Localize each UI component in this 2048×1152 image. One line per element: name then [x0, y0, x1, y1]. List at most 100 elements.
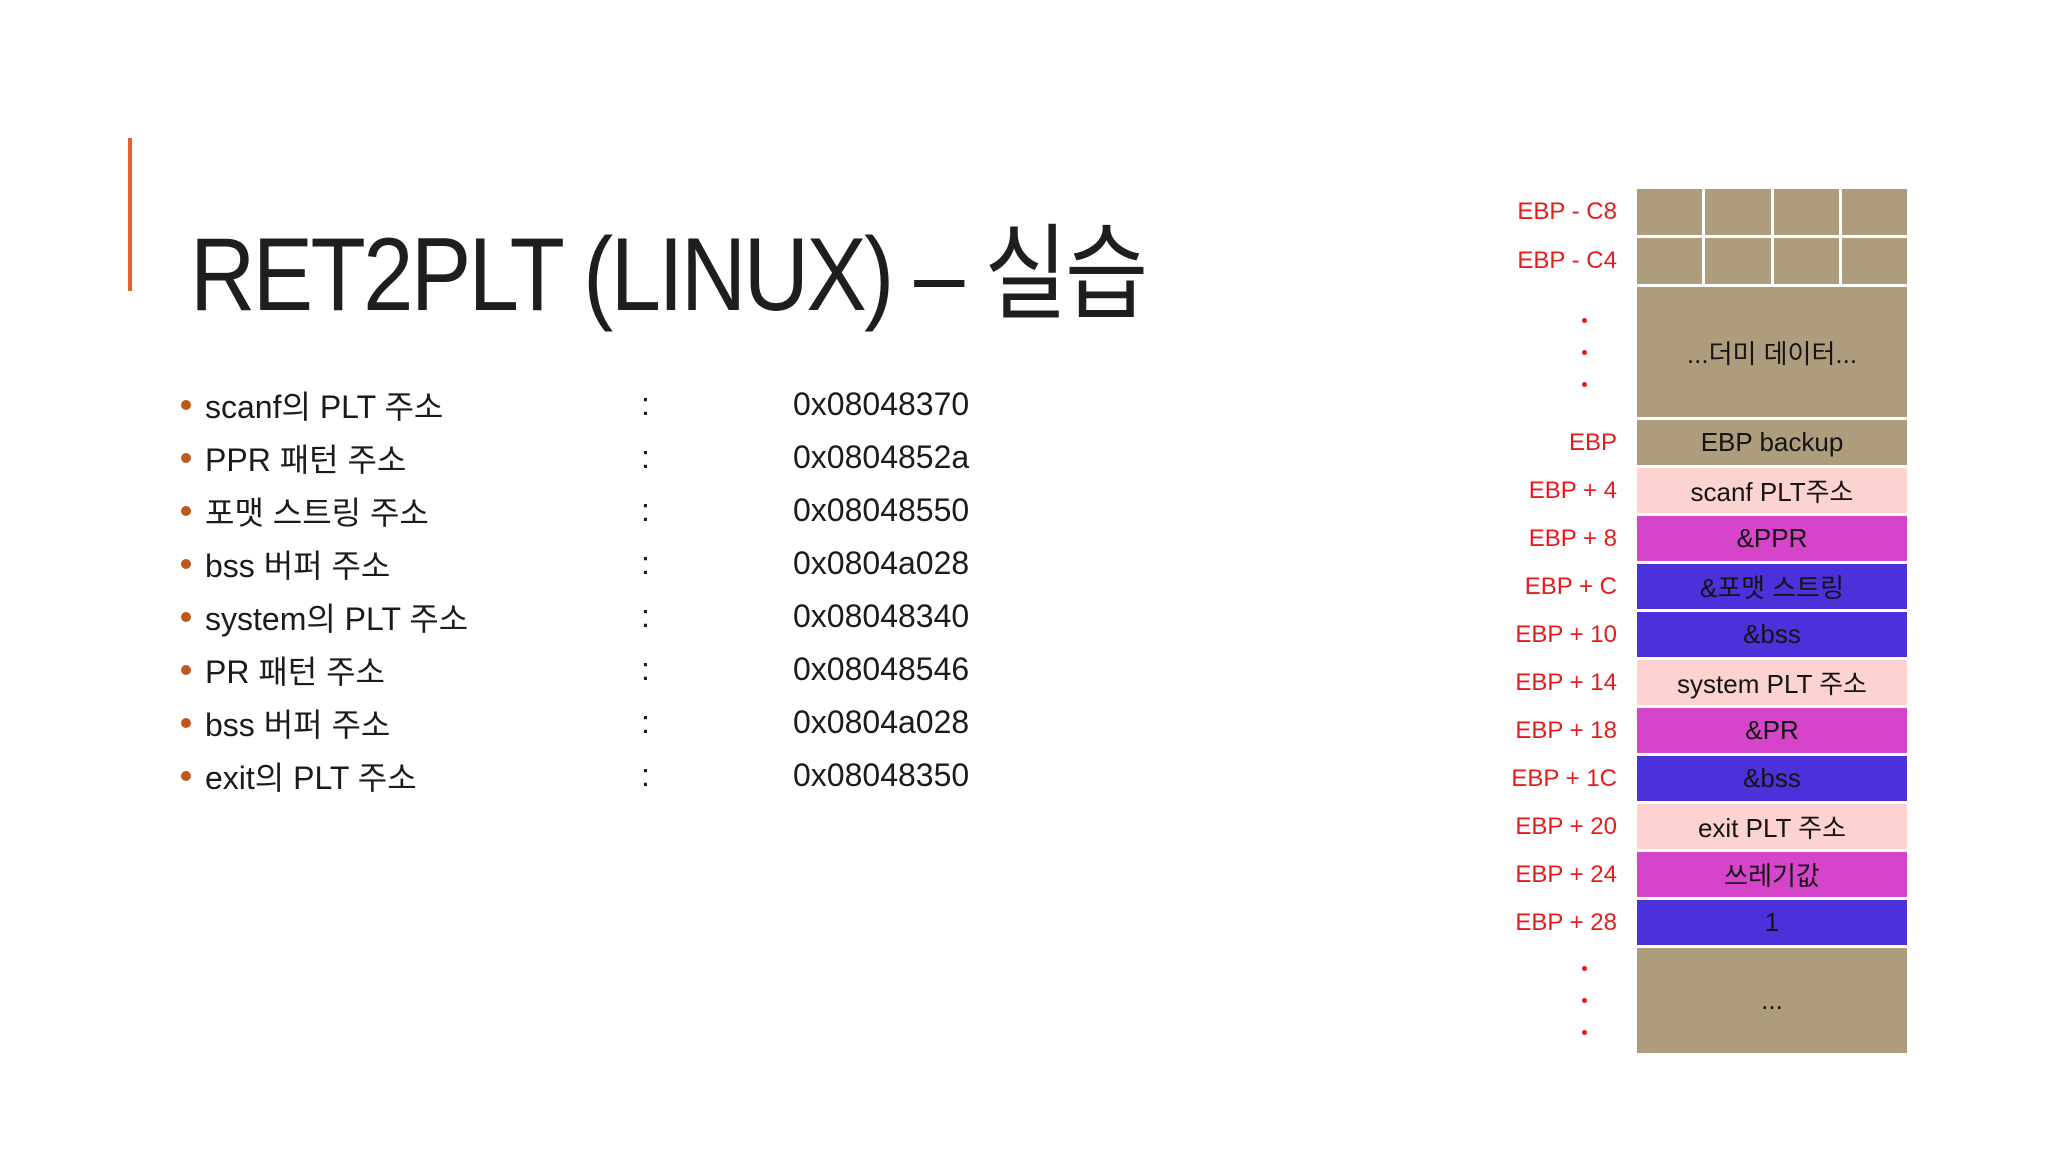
address-label: bss 버퍼 주소 [205, 706, 391, 743]
stack-row: EBP + 28 1 [1515, 900, 1910, 945]
address-colon: : [641, 386, 650, 422]
address-value: 0x08048340 [793, 598, 970, 634]
stack-row: EBP + 14 system PLT 주소 [1515, 660, 1910, 705]
dot-icon [1582, 998, 1587, 1003]
address-value: 0x08048550 [793, 492, 970, 528]
stack-offset-label: EBP + 18 [1515, 716, 1617, 744]
list-item: PPR 패턴 주소 : 0x0804852a [181, 431, 1105, 484]
list-item: bss 버퍼 주소 : 0x0804a028 [181, 696, 1105, 749]
list-item: exit의 PLT 주소 : 0x08048350 [181, 749, 1105, 802]
stack-cell: &bss [1637, 756, 1907, 801]
address-label: PR 패턴 주소 [205, 653, 385, 690]
memory-grid-cell [1841, 189, 1907, 235]
stack-offset-label: EBP + C [1524, 572, 1617, 600]
stack-cell: &bss [1637, 612, 1907, 657]
address-list: scanf의 PLT 주소 : 0x08048370 PPR 패턴 주소 : 0… [181, 378, 1105, 802]
stack-cell: &PPR [1637, 516, 1907, 561]
address-label: bss 버퍼 주소 [205, 547, 391, 584]
bullet-icon [181, 453, 191, 463]
stack-diagram: EBP - C8 EBP - C4 ...더미 데 [1511, 189, 1910, 1056]
stack-row: ...더미 데이터... [1520, 287, 1910, 417]
stack-offset-label: EBP + 20 [1515, 812, 1617, 840]
stack-row: EBP + 4 scanf PLT주소 [1520, 468, 1910, 513]
stack-row: EBP + 24 쓰레기값 [1515, 852, 1910, 897]
memory-grid-cell [1705, 189, 1771, 235]
stack-cell: 쓰레기값 [1637, 852, 1907, 897]
address-value: 0x0804852a [793, 439, 970, 475]
dot-icon [1582, 381, 1587, 387]
stack-cell: ...더미 데이터... [1637, 287, 1907, 417]
bullet-icon [181, 665, 191, 675]
stack-row: EBP + 20 exit PLT 주소 [1515, 804, 1910, 849]
vertical-ellipsis-icon [1520, 287, 1617, 417]
address-value: 0x08048350 [793, 757, 970, 793]
stack-cell: EBP backup [1637, 420, 1907, 465]
dot-icon [1582, 349, 1587, 355]
stack-offset-label: EBP + 14 [1515, 668, 1617, 696]
stack-grid-row [1637, 238, 1907, 284]
stack-cell: system PLT 주소 [1637, 660, 1907, 705]
address-colon: : [641, 492, 650, 528]
stack-cell: &포맷 스트링 [1637, 564, 1907, 609]
dot-icon [1582, 966, 1587, 971]
stack-offset-label: EBP + 8 [1528, 524, 1617, 552]
bullet-icon [181, 400, 191, 410]
stack-row: ... [1520, 948, 1910, 1053]
list-item: system의 PLT 주소 : 0x08048340 [181, 590, 1105, 643]
memory-grid-cell [1637, 238, 1703, 284]
stack-row: EBP - C8 [1517, 189, 1910, 235]
address-colon: : [641, 704, 650, 740]
bullet-icon [181, 612, 191, 622]
stack-offset-label: EBP - C8 [1517, 198, 1617, 225]
vertical-ellipsis-icon [1520, 948, 1617, 1053]
stack-grid-row [1637, 189, 1907, 235]
stack-cell: &PR [1637, 708, 1907, 753]
stack-cell: 1 [1637, 900, 1907, 945]
memory-grid-cell [1841, 238, 1907, 284]
stack-row: EBP EBP backup [1520, 420, 1910, 465]
dot-icon [1582, 317, 1587, 323]
stack-row: EBP + 1C &bss [1511, 756, 1910, 801]
memory-grid-cell [1773, 238, 1839, 284]
stack-row: EBP + 8 &PPR [1520, 516, 1910, 561]
stack-offset-label: EBP + 1C [1511, 764, 1617, 792]
stack-offset-label: EBP + 24 [1515, 860, 1617, 888]
address-label: system의 PLT 주소 [205, 600, 469, 637]
stack-offset-label: EBP + 28 [1515, 908, 1617, 936]
memory-grid-cell [1773, 189, 1839, 235]
memory-grid-cell [1637, 189, 1703, 235]
address-colon: : [641, 439, 650, 475]
list-item: 포맷 스트링 주소 : 0x08048550 [181, 484, 1105, 537]
stack-cell: exit PLT 주소 [1637, 804, 1907, 849]
address-value: 0x08048370 [793, 386, 970, 422]
list-item: PR 패턴 주소 : 0x08048546 [181, 643, 1105, 696]
page-title: RET2PLT (LINUX) – 실습 [190, 216, 1148, 333]
address-colon: : [641, 651, 650, 687]
stack-offset-label: EBP + 4 [1528, 476, 1617, 504]
bullet-icon [181, 559, 191, 569]
bullet-icon [181, 506, 191, 516]
address-label: 포맷 스트링 주소 [205, 494, 429, 531]
list-item: scanf의 PLT 주소 : 0x08048370 [181, 378, 1105, 431]
address-colon: : [641, 598, 650, 634]
memory-grid-cell [1705, 238, 1771, 284]
stack-row: EBP + 18 &PR [1515, 708, 1910, 753]
address-value: 0x08048546 [793, 651, 970, 687]
stack-cell: scanf PLT주소 [1637, 468, 1907, 513]
list-item: bss 버퍼 주소 : 0x0804a028 [181, 537, 1105, 590]
stack-offset-label: EBP [1568, 428, 1617, 456]
stack-row: EBP + 10 &bss [1515, 612, 1910, 657]
stack-offset-label: EBP + 10 [1515, 620, 1617, 648]
title-accent-bar [128, 138, 132, 291]
stack-row: EBP - C4 [1517, 238, 1910, 284]
address-label: scanf의 PLT 주소 [205, 388, 444, 425]
address-value: 0x0804a028 [793, 704, 970, 740]
address-colon: : [641, 757, 650, 793]
bullet-icon [181, 771, 191, 781]
dot-icon [1582, 1030, 1587, 1035]
bullet-icon [181, 718, 191, 728]
address-value: 0x0804a028 [793, 545, 970, 581]
address-colon: : [641, 545, 650, 581]
address-label: PPR 패턴 주소 [205, 441, 407, 478]
